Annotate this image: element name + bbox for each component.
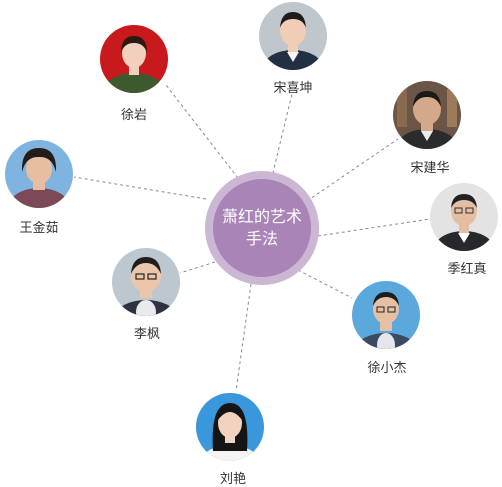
- avatar-liu-yan: [196, 393, 264, 461]
- connector-ji-hongzhen: [317, 218, 431, 237]
- portrait-wang-jinru: [5, 140, 73, 208]
- person-name-wang-jinru: 王金茹: [19, 221, 59, 236]
- center-topic-inner: 萧红的艺术手法: [213, 179, 311, 277]
- connector-li-feng: [179, 261, 216, 274]
- portrait-li-feng: [112, 248, 180, 316]
- portrait-liu-yan: [196, 393, 264, 461]
- person-name-xu-xiaojie: 徐小杰: [367, 361, 407, 376]
- connector-liu-yan: [235, 283, 252, 392]
- connector-song-xikun: [269, 93, 293, 186]
- avatar-ji-hongzhen: [430, 183, 498, 251]
- person-name-xu-yan: 徐岩: [120, 108, 147, 123]
- person-name-ji-hongzhen: 季红真: [447, 262, 487, 277]
- portrait-song-jianhua: [393, 81, 461, 149]
- person-name-liu-yan: 刘艳: [219, 472, 246, 487]
- connector-wang-jinru: [73, 176, 207, 200]
- person-name-song-xikun: 宋喜坤: [273, 81, 313, 96]
- avatar-li-feng: [112, 248, 180, 316]
- center-topic-title: 萧红的艺术手法: [222, 207, 303, 248]
- avatar-wang-jinru: [5, 140, 73, 208]
- portrait-song-xikun: [259, 2, 327, 70]
- connector-song-jianhua: [306, 138, 399, 202]
- connector-xu-xiaojie: [297, 269, 353, 299]
- avatar-xu-xiaojie: [352, 281, 420, 349]
- portrait-xu-xiaojie: [352, 281, 420, 349]
- avatar-xu-yan: [100, 25, 168, 93]
- portrait-xu-yan: [100, 25, 168, 93]
- connector-xu-yan: [165, 84, 239, 179]
- person-name-song-jianhua: 宋建华: [410, 161, 450, 176]
- center-topic-node: 萧红的艺术手法: [205, 171, 319, 285]
- avatar-song-jianhua: [393, 81, 461, 149]
- person-name-li-feng: 李枫: [133, 327, 160, 342]
- portrait-ji-hongzhen: [430, 183, 498, 251]
- avatar-song-xikun: [259, 2, 327, 70]
